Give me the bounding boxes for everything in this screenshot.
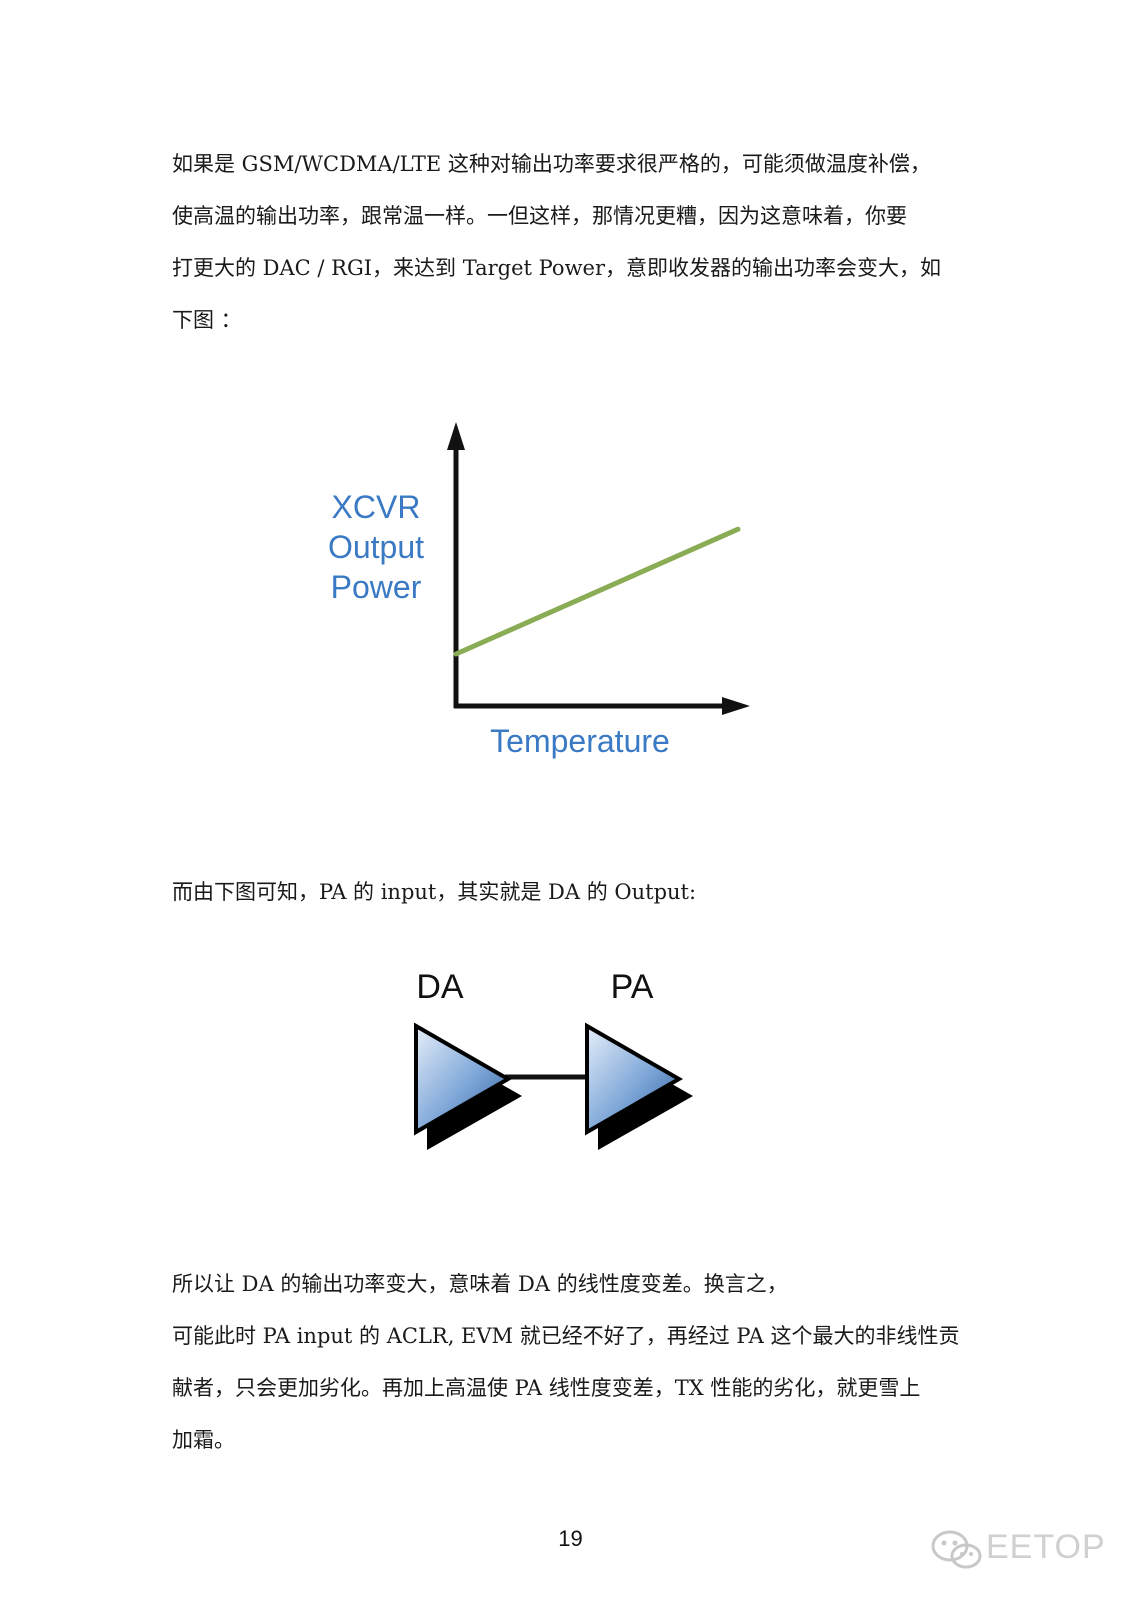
page-number: 19	[558, 1526, 583, 1551]
xcvr-power-chart: XCVR Output Power Temperature	[328, 422, 750, 759]
text-line: 下图 ：	[172, 308, 242, 332]
series-line-power	[453, 526, 741, 657]
text-line: 如果是 GSM/WCDMA/LTE 这种对输出功率要求很严格的，可能须做温度补偿…	[172, 152, 931, 176]
x-axis-arrow	[722, 697, 750, 715]
watermark-text: EETOP	[986, 1528, 1106, 1566]
da-amplifier-icon	[414, 1022, 522, 1150]
pa-label: PA	[611, 968, 654, 1006]
y-axis-label-line: XCVR	[332, 489, 421, 525]
y-axis-label-line: Output	[328, 529, 424, 565]
da-pa-amplifier-diagram: DA PA	[414, 968, 693, 1150]
paragraph-3: 所以让 DA 的输出功率变大，意味着 DA 的线性度变差。换言之， 可能此时 P…	[172, 1258, 972, 1466]
paragraph-1: 如果是 GSM/WCDMA/LTE 这种对输出功率要求很严格的，可能须做温度补偿…	[172, 138, 972, 346]
text-line: 加霜。	[172, 1428, 235, 1452]
y-axis-label-line: Power	[331, 569, 422, 605]
x-axis-label: Temperature	[490, 723, 670, 759]
text-line: 可能此时 PA input 的 ACLR, EVM 就已经不好了，再经过 PA …	[172, 1324, 960, 1348]
y-axis-arrow	[447, 422, 465, 450]
wechat-icon	[931, 1530, 982, 1569]
text-line: 而由下图可知，PA 的 input，其实就是 DA 的 Output:	[172, 880, 697, 904]
paragraph-2: 而由下图可知，PA 的 input，其实就是 DA 的 Output:	[172, 866, 972, 918]
text-line: 所以让 DA 的输出功率变大，意味着 DA 的线性度变差。换言之，	[172, 1272, 788, 1296]
da-label: DA	[416, 968, 464, 1006]
eetop-watermark: EETOP	[928, 1522, 1108, 1578]
text-line: 打更大的 DAC / RGI，来达到 Target Power，意即收发器的输出…	[172, 256, 942, 280]
text-line: 献者，只会更加劣化。再加上高温使 PA 线性度变差，TX 性能的劣化，就更雪上	[172, 1376, 921, 1400]
text-line: 使高温的输出功率，跟常温一样。一但这样，那情况更糟，因为这意味着，你要	[172, 204, 907, 228]
pa-amplifier-icon	[585, 1022, 693, 1150]
